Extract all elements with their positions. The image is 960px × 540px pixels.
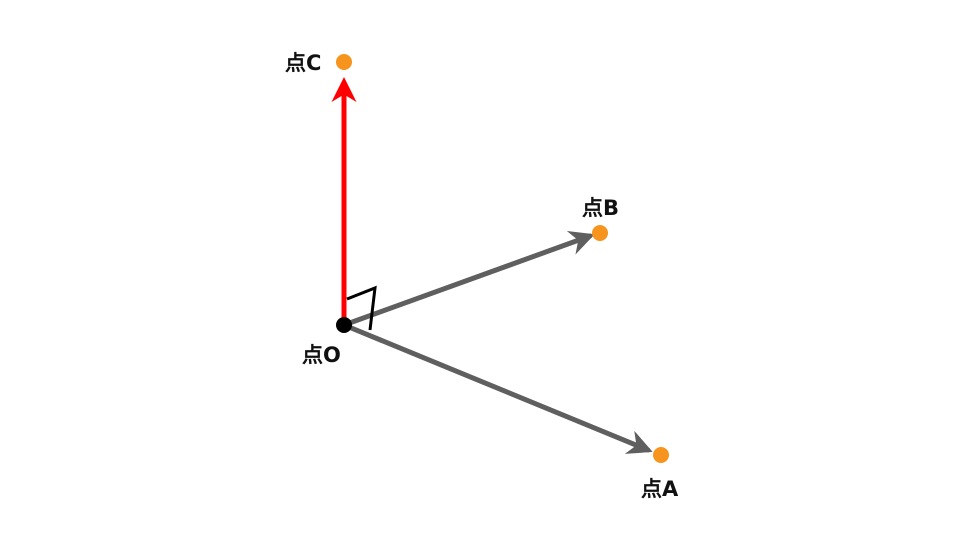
label-point-a: 点A [641,477,679,501]
label-point-o: 点O [302,343,341,367]
point-b [592,225,608,241]
label-point-b: 点B [582,196,619,220]
angle-marker [346,285,377,331]
label-point-c: 点C [285,51,321,75]
vector-oa [341,322,653,454]
vector-ob [341,231,595,328]
point-o [336,317,352,333]
point-c [336,54,352,70]
point-a [653,447,669,463]
